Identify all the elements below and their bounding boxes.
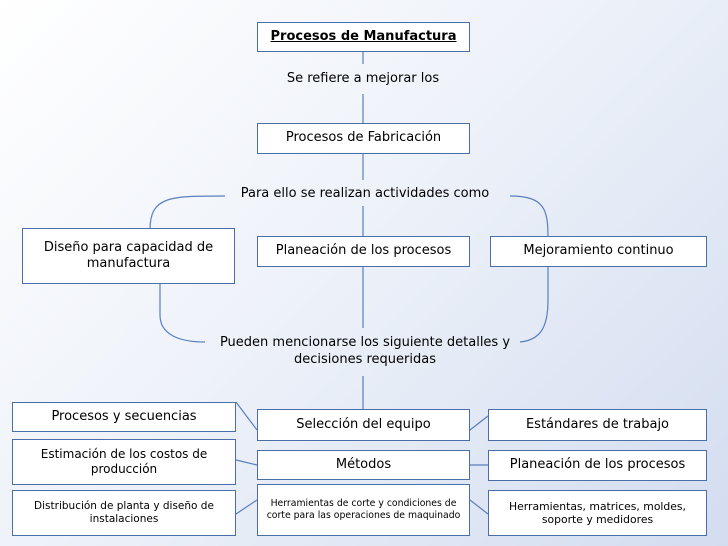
subtitle-label: Se refiere a mejorar los bbox=[286, 70, 440, 86]
detail-work-standards: Estándares de trabajo bbox=[488, 409, 707, 441]
connector-left-1 bbox=[235, 401, 258, 431]
brace-left-top bbox=[149, 195, 226, 231]
main-process-node: Procesos de Fabricación bbox=[257, 123, 470, 154]
connector-right-3 bbox=[469, 499, 489, 515]
connector-right-1 bbox=[469, 415, 489, 431]
detail-plant-layout: Distribución de planta y diseño de insta… bbox=[12, 490, 236, 536]
activity-design-capacity: Diseño para capacidad de manufactura bbox=[22, 228, 235, 284]
detail-process-planning: Planeación de los procesos bbox=[488, 450, 707, 481]
activities-label: Para ello se realizan actividades como bbox=[240, 185, 490, 201]
detail-cutting-tools: Herramientas de corte y condiciones de c… bbox=[257, 484, 470, 536]
diagram-title: Procesos de Manufactura bbox=[257, 22, 470, 52]
detail-methods: Métodos bbox=[257, 450, 470, 480]
activity-process-planning: Planeación de los procesos bbox=[257, 236, 470, 267]
brace-right-top bbox=[509, 195, 549, 239]
detail-equipment-selection: Selección del equipo bbox=[257, 409, 470, 441]
connector-left-3 bbox=[235, 499, 258, 515]
detail-tooling: Herramientas, matrices, moldes, soporte … bbox=[488, 490, 707, 536]
connector-left-2 bbox=[235, 459, 258, 466]
activity-continuous-improvement: Mejoramiento continuo bbox=[490, 236, 707, 267]
detail-process-sequences: Procesos y secuencias bbox=[12, 402, 236, 432]
details-label: Pueden mencionarse los siguiente detalle… bbox=[219, 335, 511, 367]
detail-cost-estimation: Estimación de los costos de producción bbox=[12, 439, 236, 485]
brace-right-bottom bbox=[519, 266, 549, 343]
brace-left-bottom bbox=[159, 284, 206, 343]
